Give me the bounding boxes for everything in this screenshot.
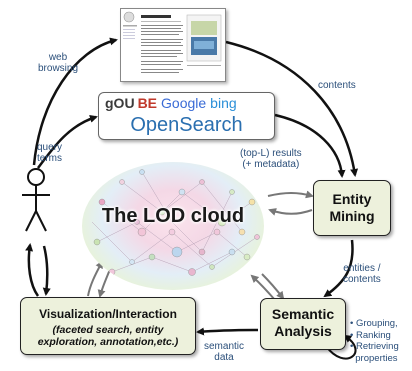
label-results: (top-L) results (+ metadata) [240, 148, 302, 170]
visualization-box: Visualization/Interaction (faceted searc… [20, 297, 196, 355]
arrow-results [274, 113, 346, 178]
semantic-analysis-line-2: Analysis [274, 323, 332, 339]
arrow-lod-to-sem [261, 273, 285, 300]
lod-cloud-title: The LOD cloud [101, 205, 245, 227]
label-web-browsing-1: web [48, 52, 68, 63]
bullet-ranking: • Ranking [350, 329, 391, 341]
visualization-subtitle-2: exploration, annotation,etc.) [37, 336, 179, 348]
label-entities-contents: entities / contents [343, 263, 381, 285]
label-query-terms-2: terms [37, 153, 62, 164]
arrow-web-browsing [32, 37, 118, 166]
label-query-terms: query terms [37, 142, 62, 164]
entity-mining-box: Entity Mining [313, 180, 391, 236]
bullet-grouping: • Grouping, [350, 318, 398, 329]
label-contents: contents [318, 80, 356, 91]
label-results-2: (+ metadata) [242, 159, 300, 170]
arrow-entity-to-lod [268, 208, 313, 216]
wikipedia-page-thumbnail [120, 8, 226, 82]
label-entities-contents-2: contents [343, 274, 381, 285]
geonames-logo-text: gOU [105, 95, 135, 111]
bing-logo-text: bing [210, 95, 237, 111]
arrow-lod-to-entity [267, 190, 314, 199]
label-semantic-data-1: semantic [204, 341, 245, 352]
semantic-analysis-line-1: Semantic [271, 306, 335, 322]
wikipedia-page-image [121, 9, 225, 81]
label-web-browsing-2: browsing [38, 63, 79, 74]
arrow-self-loop [325, 334, 357, 360]
arrow-contents [225, 40, 359, 177]
label-web-browsing: web browsing [38, 52, 78, 74]
youtube-logo-text: BE [137, 95, 158, 111]
lod-cloud: The LOD cloud [82, 162, 264, 290]
analysis-bullets: • Grouping, • Ranking • Retrieving prope… [350, 318, 399, 364]
visualization-title: Visualization/Interaction [39, 307, 177, 321]
arrow-vis-to-user [25, 243, 40, 297]
label-entities-contents-1: entities / [343, 263, 381, 274]
entity-mining-line-1: Entity [332, 191, 372, 207]
google-logo-text: Google [161, 95, 207, 111]
bullet-properties: properties [350, 352, 398, 364]
arrow-entities [323, 239, 354, 298]
semantic-analysis-box: Semantic Analysis [260, 298, 346, 350]
label-semantic-data: semantic data [204, 341, 244, 363]
label-results-1: (top-L) results [240, 148, 302, 159]
arrow-query-terms [36, 114, 98, 169]
lod-cloud-graph [91, 169, 260, 276]
opensearch-title: OpenSearch [130, 114, 243, 136]
label-query-terms-1: query [37, 142, 63, 153]
entity-mining-line-2: Mining [329, 208, 375, 224]
user-icon [22, 168, 50, 232]
arrow-semantic-data [196, 327, 259, 336]
visualization-subtitle-1: (faceted search, entity [52, 324, 164, 336]
bullet-retrieving: • Retrieving [350, 341, 399, 352]
arrow-user-to-vis [42, 245, 51, 296]
label-semantic-data-2: data [214, 352, 234, 363]
